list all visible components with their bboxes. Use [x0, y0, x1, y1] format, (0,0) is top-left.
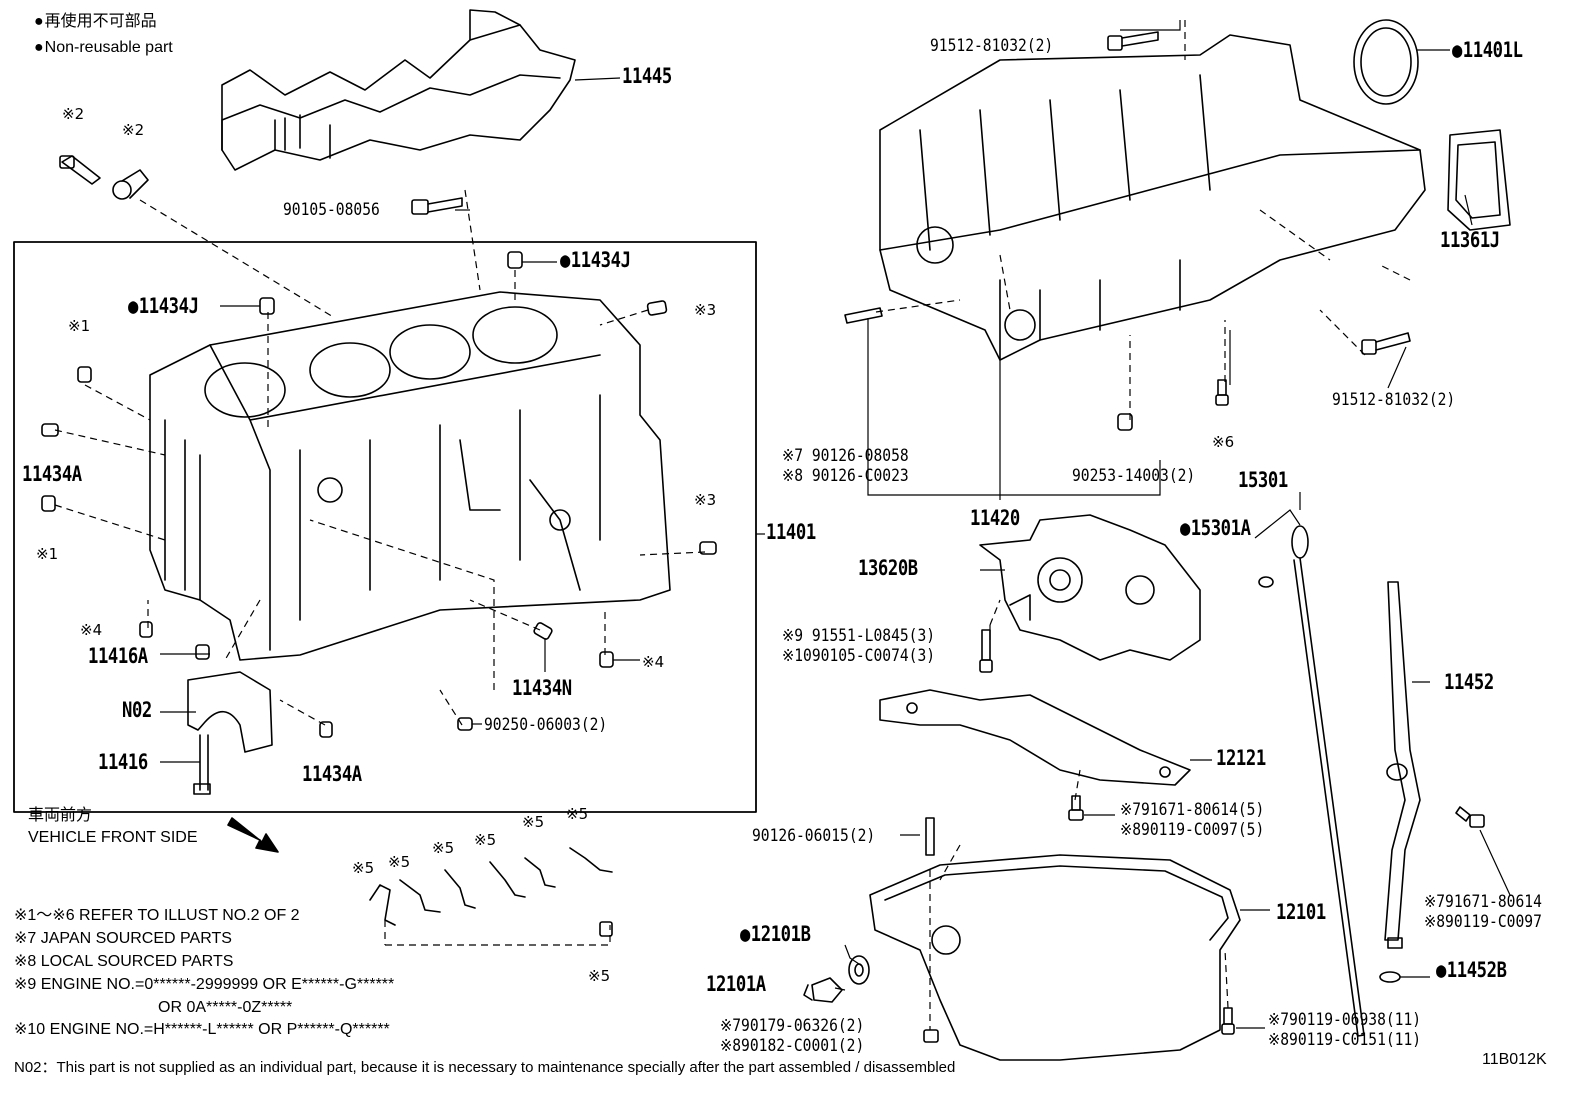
label-11361J[interactable]: 11361J — [1440, 228, 1500, 252]
label-11434J-a[interactable]: 11434J — [560, 250, 631, 271]
label-90105-08056[interactable]: 90105-08056 — [283, 200, 380, 220]
label-12101B[interactable]: 12101B — [740, 924, 811, 945]
label-ref2-a: ※2 — [62, 105, 85, 123]
label-11452[interactable]: 11452 — [1444, 670, 1494, 694]
label-ref5-2: ※5 — [388, 853, 411, 871]
gasket-12101B — [848, 955, 870, 985]
bolt-91671-a — [1068, 795, 1084, 821]
bolt-91512-right — [1361, 332, 1411, 355]
note-refer: ※1～※6 REFER TO ILLUST NO.2 OF 2 — [14, 907, 300, 924]
label-91512-b[interactable]: 91512-81032(2) — [1332, 390, 1456, 410]
vehicle-front-ja: 車両前方 — [28, 807, 93, 824]
dipstick-guide-11452 — [1379, 581, 1421, 983]
ref5-bolts — [369, 847, 613, 937]
label-11401[interactable]: 11401 — [766, 520, 816, 544]
label-ref5-5: ※5 — [522, 813, 545, 831]
oil-pump-13620B — [979, 514, 1201, 661]
note-local-sourced: ※8 LOCAL SOURCED PARTS — [14, 953, 234, 970]
label-ref3-b: ※3 — [694, 491, 717, 509]
note-engine-no-9a: ※9 ENGINE NO.=0******-2999999 OR E******… — [14, 976, 395, 993]
block-group-frame — [13, 241, 757, 813]
dowel-90253 — [1117, 413, 1133, 431]
label-11416A[interactable]: 11416A — [88, 644, 148, 668]
label-11434A-b[interactable]: 11434A — [302, 762, 362, 786]
label-11434A-a[interactable]: 11434A — [22, 462, 82, 486]
bolt-nut-topleft — [59, 155, 149, 200]
label-ref3-a: ※3 — [694, 301, 717, 319]
label-11416[interactable]: 11416 — [98, 750, 148, 774]
label-90119-C0097-b[interactable]: ※890119-C0097 — [1424, 912, 1542, 932]
note-N02: N02：This part is not supplied as an indi… — [14, 1059, 956, 1076]
oil-pan-12101 — [869, 854, 1241, 1061]
label-ref2-b: ※2 — [122, 121, 145, 139]
label-90182-C0001[interactable]: ※890182-C0001(2) — [720, 1036, 865, 1056]
note-engine-no-10: ※10 ENGINE NO.=H******-L****** OR P*****… — [14, 1021, 390, 1038]
label-90119-06938[interactable]: ※790119-06938(11) — [1268, 1010, 1422, 1030]
bolt-ref6 — [1215, 379, 1229, 406]
label-ref5-3: ※5 — [432, 839, 455, 857]
label-91551-L0845[interactable]: ※9 91551-L0845(3) — [782, 626, 936, 646]
label-ref4-b: ※4 — [642, 653, 665, 671]
legend-line-en: Non-reusable part — [34, 38, 173, 58]
label-11452B[interactable]: 11452B — [1436, 960, 1507, 981]
label-11445[interactable]: 11445 — [622, 64, 672, 88]
dowels — [41, 251, 717, 738]
legend-line-ja: 再使用不可部品 — [34, 12, 157, 32]
label-11420[interactable]: 11420 — [970, 506, 1020, 530]
stud-90126-06015 — [925, 817, 935, 856]
cylinder-block-11401 — [149, 291, 671, 661]
label-90119-C0151[interactable]: ※890119-C0151(11) — [1268, 1030, 1422, 1050]
baffle-plate-12121 — [879, 689, 1191, 786]
bearing-cap-N02 — [187, 671, 273, 795]
label-N02[interactable]: N02 — [122, 698, 152, 722]
vehicle-front-arrow — [227, 817, 279, 853]
label-15301[interactable]: 15301 — [1238, 468, 1288, 492]
label-ref5-4: ※5 — [474, 831, 497, 849]
label-90105-C0074[interactable]: ※1090105-C0074(3) — [782, 646, 936, 666]
label-12121[interactable]: 12121 — [1216, 746, 1266, 770]
nut-90179 — [923, 1029, 939, 1043]
vehicle-front-en: VEHICLE FRONT SIDE — [28, 829, 198, 846]
bolt-91551 — [979, 629, 993, 673]
crankcase-11420 — [879, 34, 1426, 361]
label-91671-80614-a[interactable]: ※791671-80614(5) — [1120, 800, 1265, 820]
label-11434N[interactable]: 11434N — [512, 676, 572, 700]
label-ref5-1: ※5 — [352, 859, 375, 877]
oil-seal-11401L — [1353, 19, 1419, 105]
label-ref6: ※6 — [1212, 433, 1235, 451]
note-engine-no-9b: OR 0A*****-0Z***** — [158, 999, 293, 1016]
label-90126-C0023[interactable]: ※8 90126-C0023 — [782, 466, 909, 486]
label-ref5-7: ※5 — [588, 967, 611, 985]
bolt-90105-08056 — [411, 197, 463, 215]
label-ref1-b: ※1 — [36, 545, 59, 563]
label-15301A[interactable]: 15301A — [1180, 518, 1251, 539]
stud-90126-08058 — [844, 307, 883, 324]
label-90126-06015[interactable]: 90126-06015(2) — [752, 826, 876, 846]
label-90250-06003[interactable]: 90250-06003(2) — [484, 715, 608, 735]
label-12101[interactable]: 12101 — [1276, 900, 1326, 924]
diagram-id: 11B012K — [1482, 1051, 1547, 1068]
label-ref5-6: ※5 — [566, 805, 589, 823]
label-ref4-a: ※4 — [80, 621, 103, 639]
label-90126-08058[interactable]: ※7 90126-08058 — [782, 446, 909, 466]
label-90253-14003[interactable]: 90253-14003(2) — [1072, 466, 1196, 486]
bolt-91671-b — [1455, 806, 1485, 828]
label-91512-a[interactable]: 91512-81032(2) — [930, 36, 1054, 56]
label-11434J-b[interactable]: 11434J — [128, 296, 199, 317]
dipstick-15301 — [1258, 525, 1365, 1037]
note-japan-sourced: ※7 JAPAN SOURCED PARTS — [14, 930, 232, 947]
bolt-91512-top — [1107, 31, 1159, 51]
label-11401L[interactable]: 11401L — [1452, 40, 1523, 61]
gasket-11361J — [1447, 129, 1511, 231]
label-91671-80614-b[interactable]: ※791671-80614 — [1424, 892, 1542, 912]
insulator-11445 — [221, 9, 576, 171]
label-90179-06326[interactable]: ※790179-06326(2) — [720, 1016, 865, 1036]
label-ref1-a: ※1 — [68, 317, 91, 335]
label-12101A[interactable]: 12101A — [706, 972, 766, 996]
label-13620B[interactable]: 13620B — [858, 556, 918, 580]
drain-plug-12101A — [803, 977, 843, 1003]
label-90119-C0097-a[interactable]: ※890119-C0097(5) — [1120, 820, 1265, 840]
bolt-90119-06938 — [1221, 1007, 1235, 1035]
